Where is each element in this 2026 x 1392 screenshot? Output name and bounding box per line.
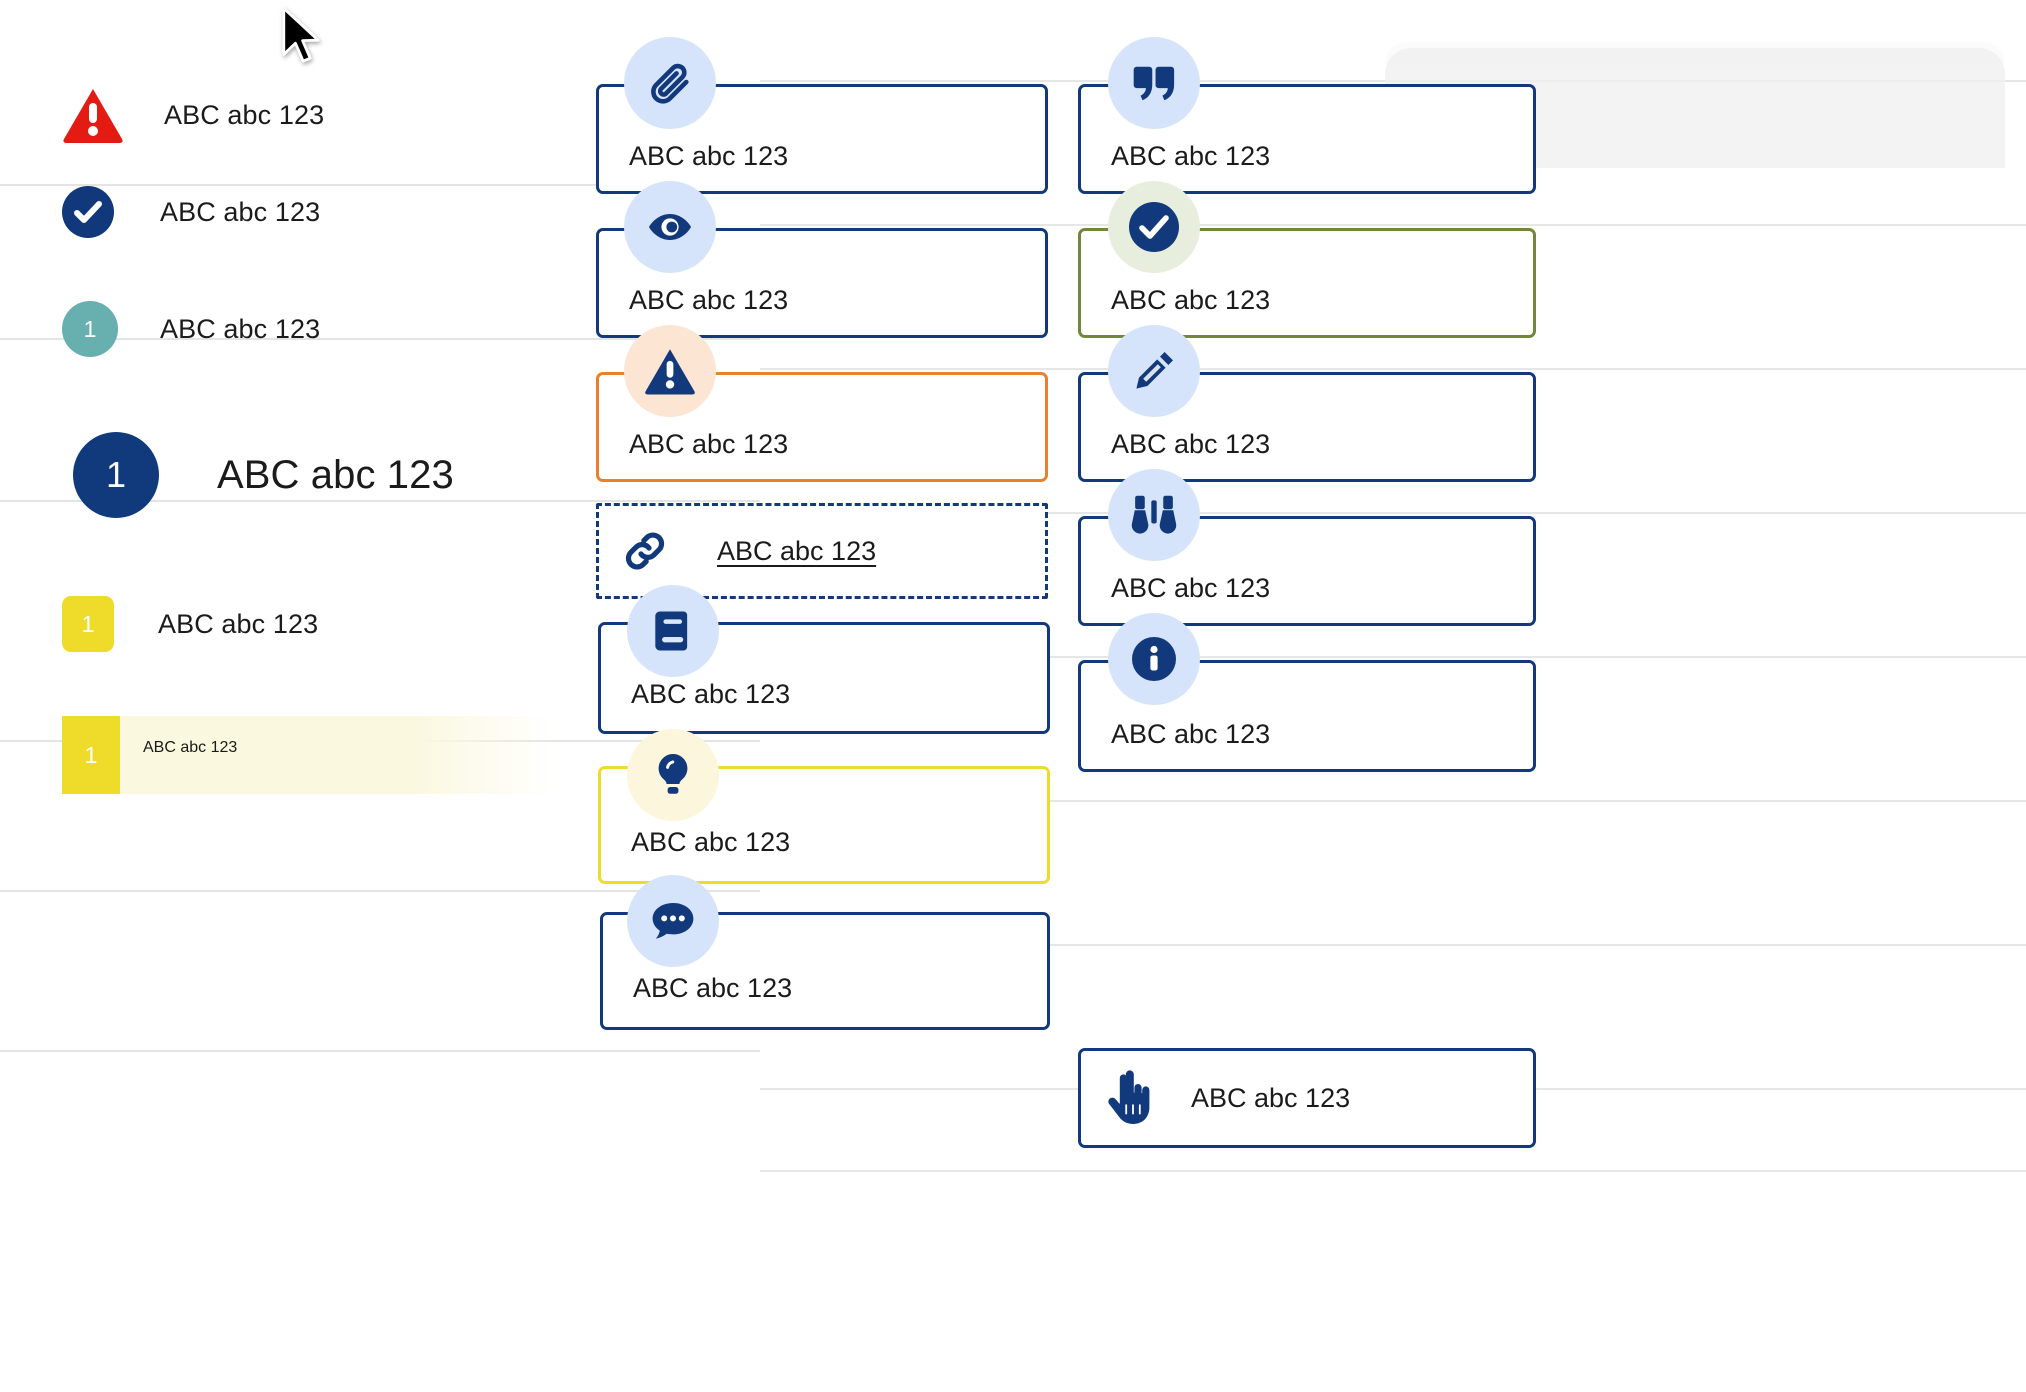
list-item-label: ABC abc 123 [143, 739, 238, 756]
card-label: ABC abc 123 [1111, 719, 1271, 749]
warning-triangle-icon [624, 325, 716, 417]
check-circle-icon [1108, 181, 1200, 273]
card-label: ABC abc 123 [629, 141, 789, 171]
paperclip-icon [624, 37, 716, 129]
card-attachment[interactable]: ABC abc 123 [596, 84, 1048, 194]
card-info[interactable]: ABC abc 123 [1078, 660, 1536, 772]
card-comment[interactable]: ABC abc 123 [600, 912, 1050, 1030]
number-bar-yellow-icon: 1 [62, 716, 120, 794]
list-item-label: ABC abc 123 [158, 608, 319, 639]
card-label: ABC abc 123 [629, 285, 789, 315]
badge-value: 1 [81, 610, 95, 637]
list-item-label: ABC abc 123 [160, 313, 321, 344]
link-chain-icon [621, 527, 669, 575]
number-circle-navy-icon: 1 [73, 432, 159, 518]
book-icon [627, 585, 719, 677]
list-item-label: ABC abc 123 [217, 452, 454, 497]
separator-line [760, 368, 2026, 370]
card-action[interactable]: ABC abc 123 [1078, 1048, 1536, 1148]
badge-value: 1 [105, 454, 127, 495]
info-icon [1108, 613, 1200, 705]
warning-triangle-icon [62, 87, 124, 143]
quote-icon [1108, 37, 1200, 129]
list-item[interactable]: 1 ABC abc 123 [0, 594, 642, 654]
card-quote[interactable]: ABC abc 123 [1078, 84, 1536, 194]
pencil-icon [1108, 325, 1200, 417]
check-circle-icon [62, 186, 114, 238]
card-label: ABC abc 123 [1111, 429, 1271, 459]
number-square-yellow-icon: 1 [62, 596, 114, 652]
card-tip[interactable]: ABC abc 123 [598, 766, 1050, 884]
selected-row-background [62, 716, 556, 794]
card-label: ABC abc 123 [633, 973, 793, 1003]
separator-line [760, 224, 2026, 226]
left-list-panel: ABC abc 123 ABC abc 123 1 ABC abc 123 1 … [0, 0, 580, 1392]
list-item-label: ABC abc 123 [160, 196, 321, 227]
pointing-hand-icon [1107, 1070, 1153, 1126]
list-item[interactable]: ABC abc 123 [0, 80, 642, 150]
number-circle-teal-icon: 1 [62, 301, 118, 357]
lightbulb-icon [627, 729, 719, 821]
list-item[interactable]: 1 ABC abc 123 [0, 430, 653, 520]
list-item[interactable]: ABC abc 123 [0, 177, 642, 247]
card-label: ABC abc 123 [1111, 573, 1271, 603]
separator-line [760, 1170, 2026, 1172]
badge-value: 1 [83, 315, 97, 342]
list-item-label: ABC abc 123 [164, 99, 325, 130]
chat-bubble-icon [627, 875, 719, 967]
card-label: ABC abc 123 [631, 827, 791, 857]
binoculars-icon [1108, 469, 1200, 561]
card-link-label[interactable]: ABC abc 123 [717, 535, 877, 566]
card-link[interactable]: ABC abc 123 [596, 503, 1048, 599]
card-edit[interactable]: ABC abc 123 [1078, 372, 1536, 482]
card-label: ABC abc 123 [1191, 1082, 1351, 1113]
mouse-cursor-icon [281, 6, 325, 71]
card-label: ABC abc 123 [629, 429, 789, 459]
badge-value: 1 [84, 741, 98, 768]
card-label: ABC abc 123 [1111, 285, 1271, 315]
card-label: ABC abc 123 [631, 679, 791, 709]
list-item[interactable]: 1 ABC abc 123 [0, 294, 642, 364]
eye-icon [624, 181, 716, 273]
card-label: ABC abc 123 [1111, 141, 1271, 171]
